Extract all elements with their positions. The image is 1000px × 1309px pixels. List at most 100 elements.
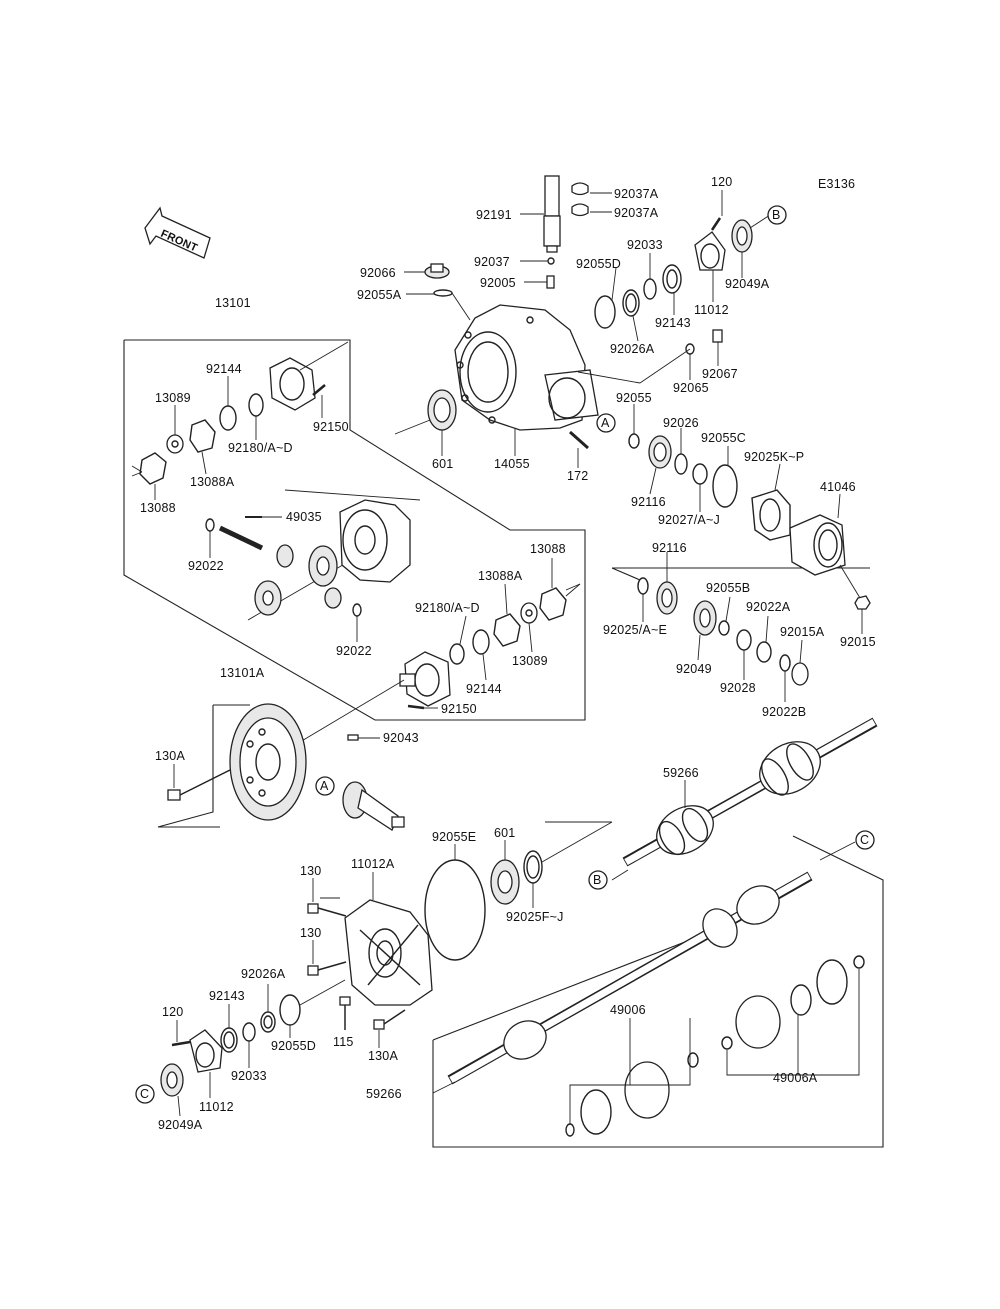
bolt-92150-top bbox=[312, 384, 326, 418]
shim-92033-bottom bbox=[242, 1022, 256, 1068]
label-92191: 92191 bbox=[476, 208, 512, 222]
label-92116-a: 92116 bbox=[631, 495, 666, 509]
label-92049: 92049 bbox=[676, 662, 712, 676]
label-92033-top: 92033 bbox=[627, 238, 663, 252]
label-59266-bottom: 59266 bbox=[366, 1087, 402, 1101]
bolt-92067 bbox=[712, 329, 723, 366]
washer-13089-top bbox=[166, 405, 184, 454]
washer-92022B bbox=[779, 654, 791, 702]
ring-gear-13101A bbox=[229, 703, 307, 821]
label-92027: 92027/A~J bbox=[658, 513, 720, 527]
flange-92150-top-unit bbox=[269, 341, 349, 411]
pin-92037 bbox=[520, 257, 555, 265]
nut-92015 bbox=[854, 595, 871, 634]
label-92180-top: 92180/A~D bbox=[228, 441, 293, 455]
shim-92180-top bbox=[248, 393, 264, 440]
shim-92025AE bbox=[637, 577, 649, 622]
label-92065: 92065 bbox=[673, 381, 709, 395]
collar-92028 bbox=[736, 629, 752, 680]
cover-11012A bbox=[344, 872, 433, 1006]
label-92055D-top: 92055D bbox=[576, 257, 621, 271]
drive-shaft-59266-top bbox=[611, 717, 878, 881]
label-601-top: 601 bbox=[432, 457, 453, 471]
marker-a-housing: A bbox=[596, 413, 616, 433]
label-92055C: 92055C bbox=[701, 431, 746, 445]
label-11012-top: 11012 bbox=[694, 303, 729, 317]
assembly-outlines bbox=[123, 339, 884, 1148]
label-14055: 14055 bbox=[494, 457, 530, 471]
plate-13088A-right bbox=[493, 583, 521, 647]
pinion-gear-lower bbox=[324, 587, 342, 609]
bolt-115 bbox=[339, 996, 351, 1030]
side-gear-lower bbox=[254, 580, 282, 616]
shim-92026 bbox=[674, 428, 688, 475]
pin-92043 bbox=[347, 734, 380, 741]
label-13088A-top: 13088A bbox=[190, 475, 235, 489]
marker-c-top-label: C bbox=[860, 833, 869, 847]
label-92143-top: 92143 bbox=[655, 316, 691, 330]
label-92037A-2: 92037A bbox=[614, 206, 659, 220]
washer-92065 bbox=[577, 343, 695, 384]
label-49035: 49035 bbox=[286, 510, 322, 524]
plate-13088-right bbox=[539, 558, 581, 621]
label-130-a: 130 bbox=[300, 864, 321, 878]
shim-92143-bottom bbox=[220, 1004, 238, 1053]
o-ring-92055D-bottom bbox=[279, 979, 346, 1038]
boot-kit-49006 bbox=[565, 1018, 699, 1137]
shim-92026A-top bbox=[622, 289, 640, 342]
label-92180-right: 92180/A~D bbox=[415, 601, 480, 615]
label-92043: 92043 bbox=[383, 731, 419, 745]
label-92033-bottom: 92033 bbox=[231, 1069, 267, 1083]
flange-92150-lower-unit bbox=[299, 651, 451, 743]
label-92055A: 92055A bbox=[357, 288, 402, 302]
o-ring-92055C bbox=[712, 446, 738, 508]
label-92067: 92067 bbox=[702, 367, 738, 381]
pinion-gear-small bbox=[276, 544, 294, 568]
label-92049A-top: 92049A bbox=[725, 277, 770, 291]
label-92066: 92066 bbox=[360, 266, 396, 280]
shaft-92191 bbox=[520, 175, 561, 253]
label-92026A-top: 92026A bbox=[610, 342, 655, 356]
label-92025AE: 92025/A~E bbox=[603, 623, 667, 637]
label-13088-top: 13088 bbox=[140, 501, 176, 515]
label-130A-bottom: 130A bbox=[368, 1049, 398, 1063]
label-115: 115 bbox=[333, 1035, 354, 1049]
bolt-130-b bbox=[307, 940, 347, 976]
label-13089-top: 13089 bbox=[155, 391, 191, 405]
label-92055B: 92055B bbox=[706, 581, 750, 595]
label-92026: 92026 bbox=[663, 416, 699, 430]
shim-92144-top bbox=[219, 376, 237, 431]
diff-case bbox=[339, 499, 411, 583]
side-gear-upper bbox=[308, 545, 338, 587]
plate-13088A-top bbox=[189, 419, 216, 475]
bearing-601-top bbox=[394, 389, 457, 456]
drive-shaft-59266-bottom bbox=[432, 841, 856, 1094]
label-92144-top: 92144 bbox=[206, 362, 242, 376]
cover-11012-bottom bbox=[189, 1029, 223, 1098]
label-92037: 92037 bbox=[474, 255, 510, 269]
label-92025FJ: 92025F~J bbox=[506, 910, 564, 924]
nut-92015A bbox=[791, 639, 809, 686]
marker-a-housing-label: A bbox=[601, 416, 610, 430]
clip-92037A-1 bbox=[571, 182, 612, 196]
bolt-92150-right bbox=[407, 704, 438, 710]
label-13088A-right: 13088A bbox=[478, 569, 523, 583]
label-13101A: 13101A bbox=[220, 666, 265, 680]
marker-c-bottom: C bbox=[135, 1084, 155, 1104]
bolt-130A-bottom bbox=[373, 1009, 406, 1048]
clip-92037A-2 bbox=[571, 203, 612, 217]
diagram-id: E3136 bbox=[818, 177, 855, 191]
marker-c-top: C bbox=[855, 830, 875, 850]
bearing-601-bottom bbox=[490, 840, 520, 905]
label-92022B: 92022B bbox=[762, 705, 806, 719]
o-ring-92055 bbox=[628, 404, 640, 449]
washer-92022-a bbox=[205, 518, 215, 558]
bolt-120-top bbox=[710, 190, 723, 231]
label-13101: 13101 bbox=[215, 296, 251, 310]
label-92150-right: 92150 bbox=[441, 702, 477, 716]
label-92022-b: 92022 bbox=[336, 644, 372, 658]
cover-11012-top bbox=[694, 231, 726, 302]
label-92028: 92028 bbox=[720, 681, 756, 695]
bolt-92005 bbox=[524, 275, 555, 289]
shim-92180-right bbox=[449, 615, 467, 665]
